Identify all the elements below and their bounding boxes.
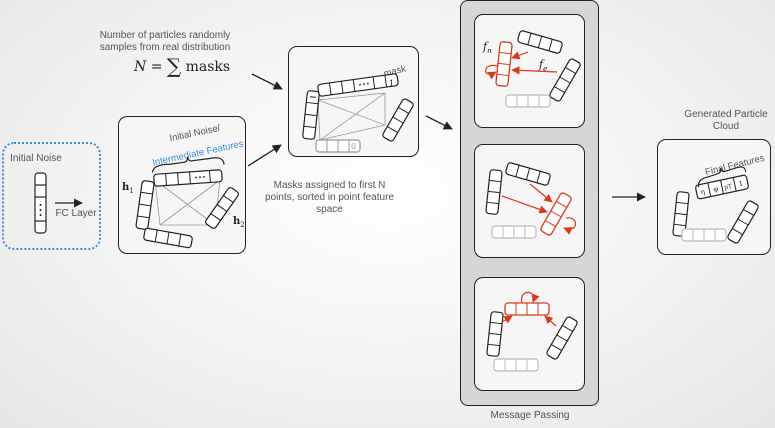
noise-vector bbox=[34, 172, 47, 234]
initial-graph bbox=[135, 156, 239, 249]
sum-symbol: ∑ bbox=[166, 54, 182, 78]
equation-lhs: N = bbox=[134, 59, 163, 75]
mp-step-1-graph bbox=[485, 30, 581, 108]
final-graph: η φ pT 1 bbox=[672, 166, 759, 244]
generated-cloud-label: Generated Particle Cloud bbox=[684, 109, 768, 132]
mask-graph bbox=[302, 73, 414, 153]
equation-rhs: masks bbox=[185, 59, 231, 75]
particle-count-equation: N = ∑ masks bbox=[134, 54, 230, 78]
mask-bit-1: 1 bbox=[389, 79, 394, 88]
initial-noise-label: Initial Noise bbox=[10, 153, 62, 164]
fc-layer-label: FC Layer bbox=[55, 208, 97, 219]
fe-label: fe bbox=[539, 58, 548, 74]
final-feature-pt: pT bbox=[724, 183, 733, 191]
mp-step-3-graph bbox=[486, 291, 578, 372]
mask-bit-0: 0 bbox=[351, 142, 356, 151]
noise-vector-dots bbox=[39, 204, 42, 216]
final-feature-eta: η bbox=[700, 188, 706, 197]
final-feature-one: 1 bbox=[738, 180, 744, 189]
arrow-eq-to-mask bbox=[251, 73, 283, 90]
num-particles-caption: Number of particles randomly samples fro… bbox=[99, 30, 231, 53]
h2-label: h2 bbox=[233, 216, 245, 229]
initial-features-panel bbox=[118, 116, 246, 254]
message-passing-label: Message Passing bbox=[490, 410, 570, 421]
arrow-mask-to-mp bbox=[425, 115, 453, 130]
masks-assigned-caption: Masks assigned to first N points, sorted… bbox=[265, 180, 394, 215]
final-feature-phi: φ bbox=[713, 185, 720, 194]
initial-noise-box bbox=[2, 142, 101, 250]
h1-label: h1 bbox=[122, 182, 134, 195]
mp-step-2-graph bbox=[485, 162, 577, 239]
arrow-features-to-mask bbox=[247, 144, 282, 167]
fn-label: fn bbox=[483, 40, 492, 56]
